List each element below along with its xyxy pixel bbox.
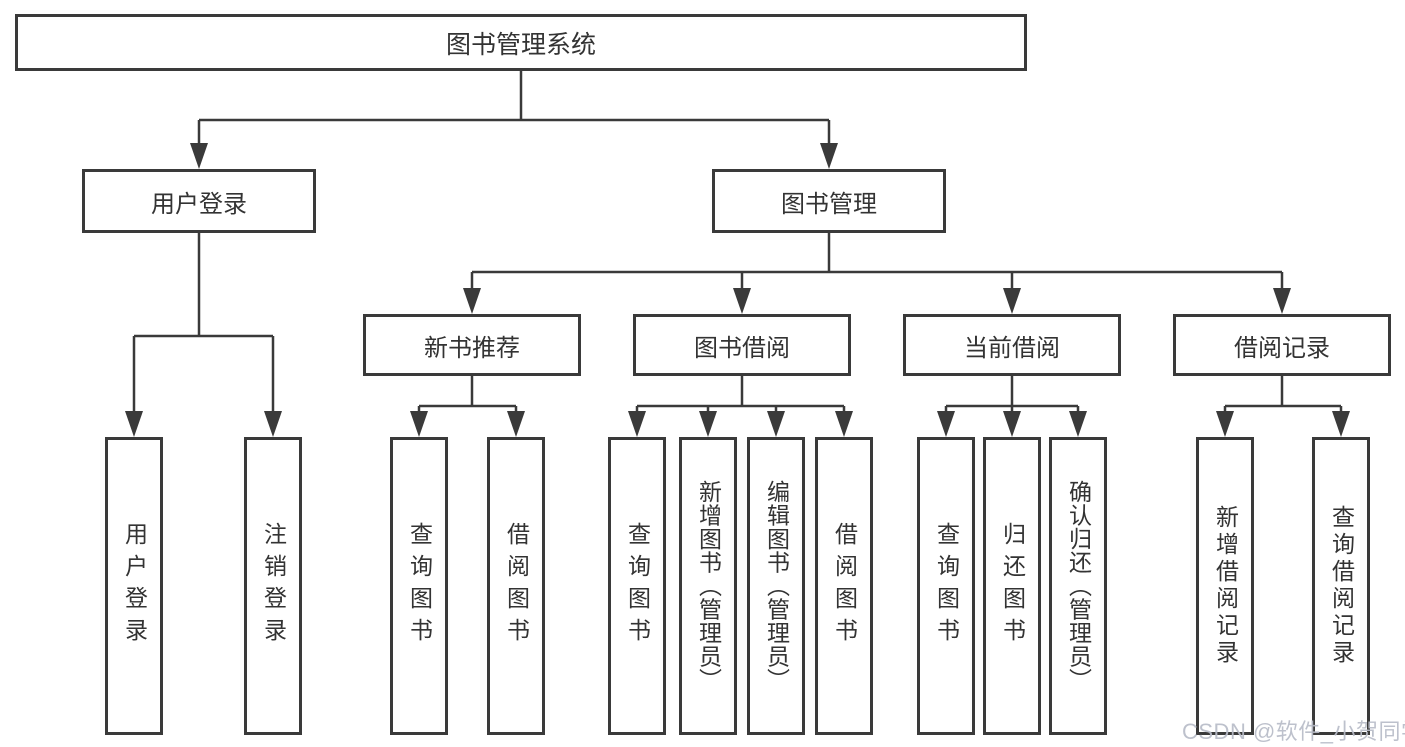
arrow-down-icon bbox=[699, 411, 717, 437]
node-user-login: 用户登录 bbox=[82, 169, 316, 233]
node-add-books-admin: 新增图书（管理员） bbox=[679, 437, 737, 735]
node-label: 查询借阅记录 bbox=[1328, 505, 1355, 667]
node-label: 新增借阅记录 bbox=[1212, 505, 1239, 667]
arrow-down-icon bbox=[1003, 411, 1021, 437]
node-label: 新增图书（管理员） bbox=[695, 480, 722, 692]
node-library-system: 图书管理系统 bbox=[15, 14, 1027, 71]
node-label: 归还图书 bbox=[999, 522, 1026, 650]
node-edit-books-admin: 编辑图书（管理员） bbox=[747, 437, 805, 735]
connector-book-borrow-children bbox=[628, 375, 853, 437]
node-borrowing-records: 借阅记录 bbox=[1173, 314, 1391, 376]
node-label: 用户登录 bbox=[121, 522, 148, 650]
node-return-books: 归还图书 bbox=[983, 437, 1041, 735]
node-borrow-books-recommend: 借阅图书 bbox=[487, 437, 545, 735]
arrow-down-icon bbox=[1332, 411, 1350, 437]
node-query-books-borrow: 查询图书 bbox=[608, 437, 666, 735]
node-query-borrow-record: 查询借阅记录 bbox=[1312, 437, 1370, 735]
node-logout-leaf: 注销登录 bbox=[244, 437, 302, 735]
arrow-down-icon bbox=[1273, 288, 1291, 314]
node-label: 查询图书 bbox=[933, 522, 960, 650]
node-label: 图书管理系统 bbox=[445, 30, 596, 59]
node-label: 确认归还（管理员） bbox=[1065, 480, 1092, 692]
connector-current-borrow-children bbox=[937, 375, 1087, 437]
node-label: 借阅图书 bbox=[831, 522, 858, 650]
node-label: 图书管理 bbox=[781, 190, 877, 218]
arrow-down-icon bbox=[1003, 288, 1021, 314]
node-add-borrow-record: 新增借阅记录 bbox=[1196, 437, 1254, 735]
node-label: 借阅图书 bbox=[503, 522, 530, 650]
arrow-down-icon bbox=[125, 411, 143, 437]
node-label: 编辑图书（管理员） bbox=[763, 480, 790, 692]
arrow-down-icon bbox=[507, 411, 525, 437]
arrow-down-icon bbox=[628, 411, 646, 437]
watermark: CSDN @软件_小贺同学 bbox=[1182, 719, 1405, 744]
node-query-books-current: 查询图书 bbox=[917, 437, 975, 735]
node-label: 查询图书 bbox=[406, 522, 433, 650]
connector-borrow-records-children bbox=[1216, 375, 1350, 437]
arrow-down-icon bbox=[820, 143, 838, 169]
arrow-down-icon bbox=[463, 288, 481, 314]
connector-user-login-children bbox=[125, 232, 282, 437]
node-borrow-books-leaf: 借阅图书 bbox=[815, 437, 873, 735]
arrow-down-icon bbox=[733, 288, 751, 314]
arrow-down-icon bbox=[190, 143, 208, 169]
node-label: 注销登录 bbox=[260, 522, 287, 650]
connector-book-management-children bbox=[463, 232, 1291, 314]
node-label: 查询图书 bbox=[624, 522, 651, 650]
node-confirm-return-admin: 确认归还（管理员） bbox=[1049, 437, 1107, 735]
node-label: 新书推荐 bbox=[424, 334, 520, 362]
arrow-down-icon bbox=[1069, 411, 1087, 437]
node-new-book-recommendation: 新书推荐 bbox=[363, 314, 581, 376]
arrow-down-icon bbox=[1216, 411, 1234, 437]
node-label: 图书借阅 bbox=[694, 334, 790, 362]
node-user-login-leaf: 用户登录 bbox=[105, 437, 163, 735]
node-label: 借阅记录 bbox=[1234, 334, 1330, 362]
node-current-borrowing: 当前借阅 bbox=[903, 314, 1121, 376]
node-label: 当前借阅 bbox=[964, 334, 1060, 362]
arrow-down-icon bbox=[264, 411, 282, 437]
arrow-down-icon bbox=[767, 411, 785, 437]
connector-new-book-children bbox=[410, 375, 525, 437]
node-book-management: 图书管理 bbox=[712, 169, 946, 233]
arrow-down-icon bbox=[835, 411, 853, 437]
node-book-borrowing: 图书借阅 bbox=[633, 314, 851, 376]
node-label: 用户登录 bbox=[151, 190, 247, 218]
arrow-down-icon bbox=[410, 411, 428, 437]
arrow-down-icon bbox=[937, 411, 955, 437]
connector-root-to-level2 bbox=[190, 71, 838, 169]
node-query-books-recommend: 查询图书 bbox=[390, 437, 448, 735]
